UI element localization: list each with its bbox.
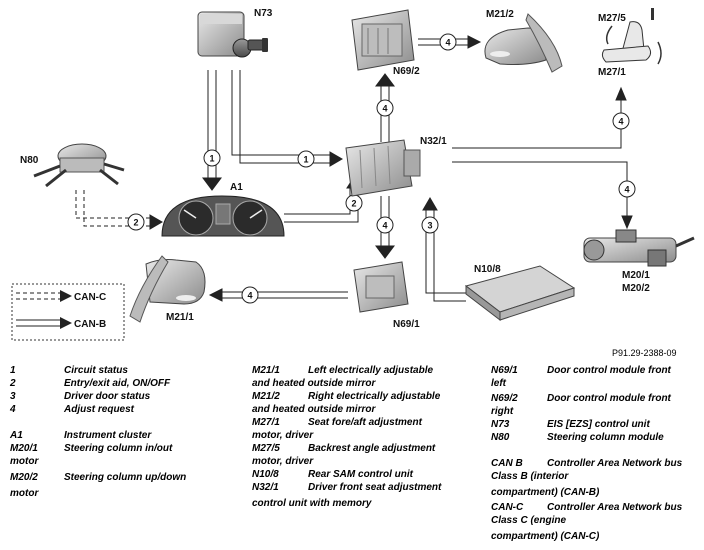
svg-text:N69/2: N69/2 (393, 66, 420, 77)
legend-item-continuation: left (491, 378, 506, 389)
signal-marker-2a: 2 (127, 213, 145, 231)
signal-markers: 1 1 2 2 4 4 4 4 (127, 33, 636, 304)
legend-item-continuation: and heated outside mirror (252, 404, 376, 415)
seat-m27: M27/5 M27/1 (598, 8, 662, 78)
svg-text:2: 2 (351, 199, 356, 209)
legend-item-continuation: and heated outside mirror (252, 378, 376, 389)
legend-item-continuation: motor, driver (252, 456, 314, 467)
wiring-diagram: 1 1 2 2 4 4 4 4 (11, 8, 695, 341)
mirror-m21-2: M21/2 (484, 9, 563, 73)
svg-text:4: 4 (247, 291, 252, 301)
legend-item-continuation: right (491, 406, 514, 417)
svg-text:M27/5: M27/5 (598, 13, 626, 24)
rear-sam-n10-8: N10/8 (464, 264, 576, 322)
signal-marker-4-m20: 4 (618, 180, 636, 198)
svg-text:4: 4 (618, 117, 623, 127)
legend-item-continuation: compartment) (CAN-C) (491, 531, 600, 542)
instrument-cluster-a1: A1 (161, 182, 285, 237)
svg-text:M20/1: M20/1 (622, 270, 650, 281)
svg-text:4: 4 (445, 38, 450, 48)
svg-text:1: 1 (209, 154, 214, 164)
legend-item-continuation: motor (10, 488, 39, 499)
svg-text:N32/1: N32/1 (420, 136, 447, 147)
svg-text:4: 4 (382, 104, 387, 114)
signal-marker-4-m21-2: 4 (439, 33, 457, 51)
can-c-label: CAN-C (74, 292, 106, 303)
legend-item-continuation: control unit with memory (252, 498, 372, 509)
signal-marker-4-m21-1: 4 (241, 286, 259, 304)
door-module-n69-2: N69/2 (351, 9, 420, 77)
svg-text:3: 3 (427, 221, 432, 231)
signal-marker-1b: 1 (297, 150, 315, 168)
svg-text:A1: A1 (230, 182, 243, 193)
door-module-n69-1: N69/1 (353, 261, 420, 330)
svg-text:1: 1 (303, 155, 308, 165)
signal-marker-4-m27: 4 (612, 112, 630, 130)
legend-item-continuation: motor, driver (252, 430, 314, 441)
legend-item-continuation: compartment) (CAN-B) (491, 487, 600, 498)
legend-item-continuation: Class C (engine (491, 515, 567, 526)
svg-text:N73: N73 (254, 8, 273, 19)
signal-marker-4-n69-2: 4 (376, 99, 394, 117)
signal-marker-4-n69-1: 4 (376, 216, 394, 234)
ignition-switch-n73: N73 (197, 8, 273, 58)
mirror-m21-1: M21/1 (129, 255, 206, 323)
legend-item-continuation: Class B (interior (491, 471, 569, 482)
svg-text:M21/2: M21/2 (486, 9, 514, 20)
svg-text:M27/1: M27/1 (598, 67, 626, 78)
svg-text:N80: N80 (20, 155, 39, 166)
steering-column-module-n80: N80 (20, 143, 125, 188)
svg-text:4: 4 (624, 185, 629, 195)
can-b-label: CAN-B (74, 319, 106, 330)
signal-marker-2b: 2 (345, 194, 363, 212)
svg-text:N10/8: N10/8 (474, 264, 501, 275)
figure-reference: P91.29-2388-09 (612, 348, 677, 358)
svg-text:4: 4 (382, 221, 387, 231)
bus-legend-box: CAN-C CAN-B (11, 283, 125, 341)
svg-text:M20/2: M20/2 (622, 283, 650, 294)
steering-column-motors-m20: M20/1 M20/2 (583, 229, 695, 294)
svg-text:M21/1: M21/1 (166, 312, 194, 323)
svg-text:N69/1: N69/1 (393, 319, 420, 330)
signal-marker-3: 3 (421, 216, 439, 234)
seat-control-unit-n32-1: N32/1 (345, 136, 447, 197)
signal-marker-1a: 1 (203, 149, 221, 167)
legend-item-continuation: motor (10, 456, 39, 467)
svg-text:2: 2 (133, 218, 138, 228)
